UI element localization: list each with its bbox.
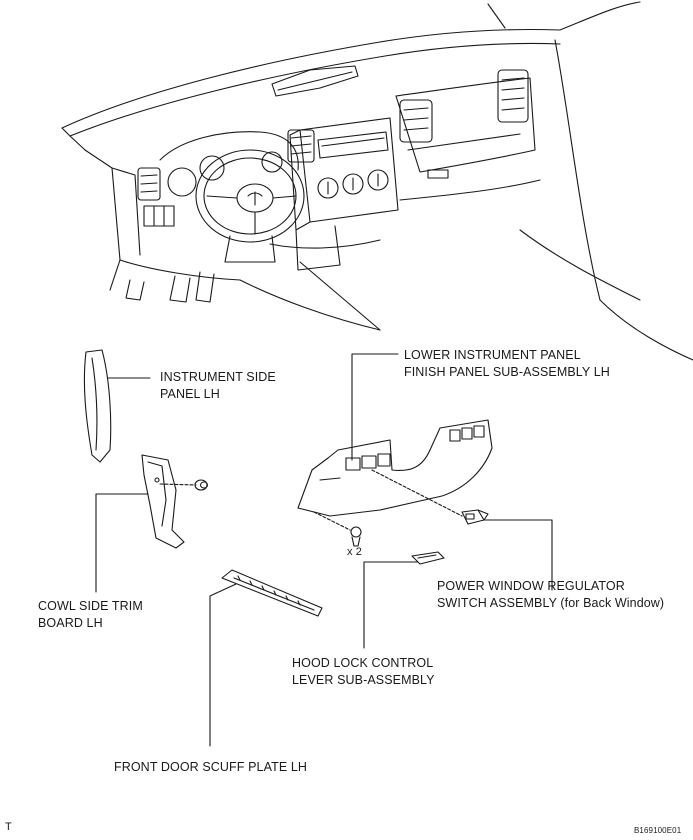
scuff-plate-part	[221, 569, 323, 617]
hood-lock-leader	[363, 561, 419, 649]
scuff-plate-label-line1: FRONT DOOR SCUFF PLATE LH	[114, 760, 308, 774]
scuff-plate-leader	[209, 583, 237, 747]
scuff-plate-label: FRONT DOOR SCUFF PLATE LH	[114, 759, 307, 776]
lower-finish-panel-part	[297, 419, 493, 517]
hood-lock-label: HOOD LOCK CONTROL LEVER SUB-ASSEMBLY	[292, 655, 435, 689]
power-window-label-line1: POWER WINDOW REGULATOR	[437, 579, 625, 593]
lower-panel-leader	[351, 353, 399, 461]
hood-lock-label-line2: LEVER SUB-ASSEMBLY	[292, 673, 435, 687]
lower-panel-label-line1: LOWER INSTRUMENT PANEL	[404, 348, 581, 362]
clip-dashed-line	[313, 511, 351, 531]
power-window-label: POWER WINDOW REGULATOR SWITCH ASSEMBLY (…	[437, 578, 664, 612]
power-window-label-line2: SWITCH ASSEMBLY (for Back Window)	[437, 596, 665, 610]
cowl-trim-label-line2: BOARD LH	[38, 616, 103, 630]
power-window-leader	[483, 519, 553, 591]
switch-dashed-line	[371, 469, 463, 517]
hood-lock-lever-part	[411, 551, 445, 565]
lower-panel-label: LOWER INSTRUMENT PANEL FINISH PANEL SUB-…	[404, 347, 610, 381]
figure-code: B169100E01	[634, 826, 682, 835]
cowl-trim-label-line1: COWL SIDE TRIM	[38, 599, 143, 613]
instrument-side-panel-part	[83, 349, 112, 463]
side-panel-label-line1: INSTRUMENT SIDE	[160, 370, 276, 384]
footer-left-mark: T	[5, 821, 12, 833]
cowl-trim-leader	[95, 493, 149, 593]
clip-part	[350, 526, 362, 547]
hood-lock-label-line1: HOOD LOCK CONTROL	[292, 656, 434, 670]
cowl-trim-label: COWL SIDE TRIM BOARD LH	[38, 598, 143, 632]
side-panel-label: INSTRUMENT SIDE PANEL LH	[160, 369, 276, 403]
side-panel-label-line2: PANEL LH	[160, 387, 220, 401]
lower-panel-label-line2: FINISH PANEL SUB-ASSEMBLY LH	[404, 365, 610, 379]
power-window-switch-part	[461, 509, 489, 525]
dashboard-overview-illustration	[61, 1, 693, 361]
cowl-side-trim-board-part	[141, 454, 209, 549]
clip-quantity-label: x 2	[347, 546, 362, 558]
